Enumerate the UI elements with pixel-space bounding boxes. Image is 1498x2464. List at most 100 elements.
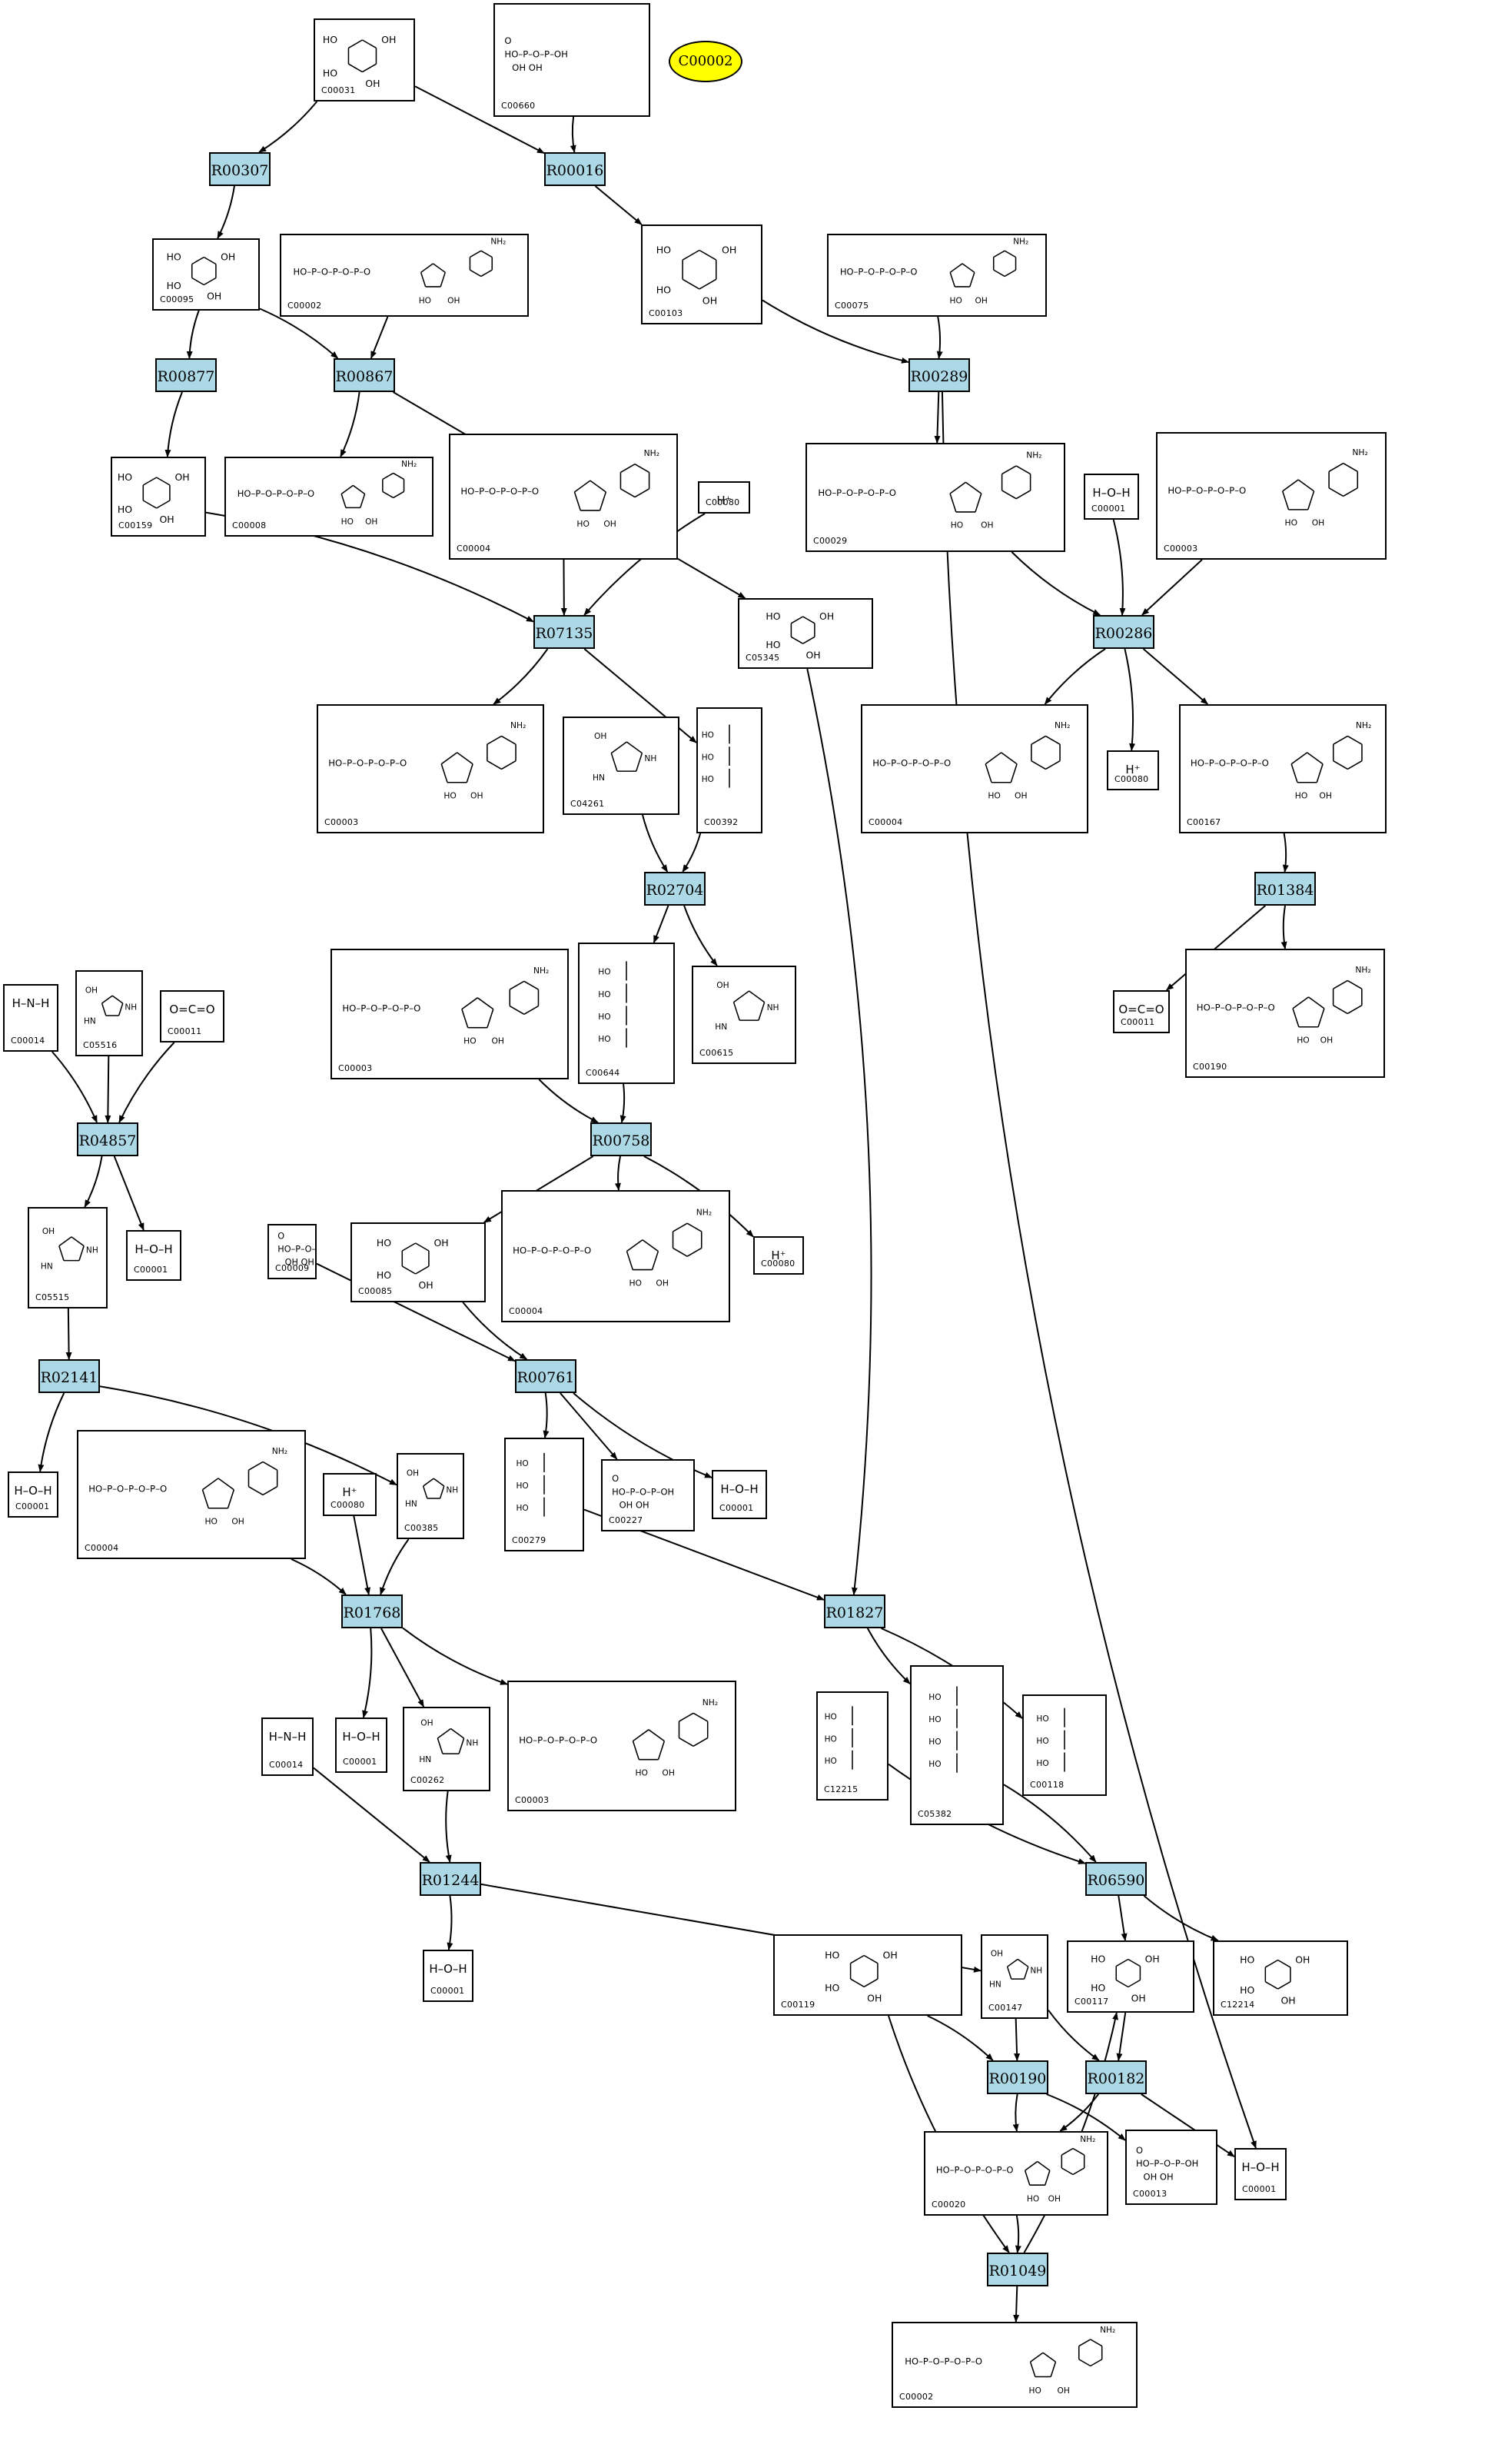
pathway-edge	[414, 85, 545, 155]
compound-id-label: C00003	[324, 817, 359, 827]
compound-id-label: C00003	[1164, 544, 1198, 554]
svg-text:HO: HO	[1240, 1954, 1254, 1965]
reaction-node[interactable]: R06590	[1085, 1862, 1147, 1896]
svg-text:HN: HN	[593, 773, 605, 783]
reaction-node[interactable]: R00758	[590, 1122, 652, 1156]
pathway-edge	[164, 391, 183, 457]
reaction-node[interactable]: R04857	[77, 1122, 138, 1156]
reaction-node[interactable]: R07135	[533, 615, 595, 649]
compound-id-label: C12215	[824, 1784, 859, 1794]
reaction-node[interactable]: R01768	[341, 1594, 403, 1628]
svg-text:OH: OH	[447, 296, 460, 305]
reaction-node[interactable]: R01049	[987, 2253, 1048, 2286]
reaction-node[interactable]: R00016	[544, 152, 606, 186]
compound-node[interactable]: H⁺C00080	[1107, 750, 1159, 790]
compound-formula: H–O–H	[1241, 2160, 1280, 2174]
highlighted-compound[interactable]: C00002	[669, 41, 742, 82]
svg-text:OH: OH	[365, 78, 380, 89]
reaction-node[interactable]: R01827	[824, 1594, 885, 1628]
reaction-node[interactable]: R00761	[515, 1359, 576, 1393]
pathway-edge	[934, 391, 941, 444]
compound-node[interactable]: H⁺C00080	[753, 1236, 804, 1275]
reaction-node[interactable]: R00877	[155, 358, 217, 392]
svg-text:NH: NH	[125, 1003, 137, 1012]
reaction-node[interactable]: R00286	[1093, 615, 1154, 649]
reaction-node[interactable]: R00190	[987, 2060, 1048, 2094]
compound-id-label: C00004	[85, 1543, 119, 1553]
pathway-edge	[653, 905, 669, 943]
svg-text:NH₂: NH₂	[510, 720, 526, 730]
svg-text:HO–P–O–P–O–P–O: HO–P–O–P–O–P–O	[328, 758, 407, 769]
compound-id-label: C00008	[232, 520, 267, 530]
reaction-node[interactable]: R00307	[209, 152, 271, 186]
compound-node[interactable]: H⁺C00080	[323, 1473, 377, 1516]
svg-text:HO–P–O–P–O–P–O: HO–P–O–P–O–P–O	[1168, 485, 1246, 496]
reaction-node[interactable]: R00182	[1085, 2060, 1147, 2094]
reaction-node[interactable]: R01244	[420, 1862, 481, 1896]
reaction-node[interactable]: R02141	[38, 1359, 100, 1393]
reaction-node[interactable]: R01384	[1254, 872, 1316, 906]
svg-text:HO: HO	[825, 1757, 837, 1766]
svg-text:OH: OH	[991, 1950, 1003, 1959]
compound-id-label: C12214	[1221, 2000, 1255, 2010]
reaction-node[interactable]: R00289	[908, 358, 970, 392]
compound-node[interactable]: H⁺C00080	[698, 481, 750, 514]
compound-formula: H⁺	[771, 1249, 786, 1262]
reaction-node[interactable]: R02704	[644, 872, 706, 906]
reaction-node[interactable]: R00867	[334, 358, 395, 392]
